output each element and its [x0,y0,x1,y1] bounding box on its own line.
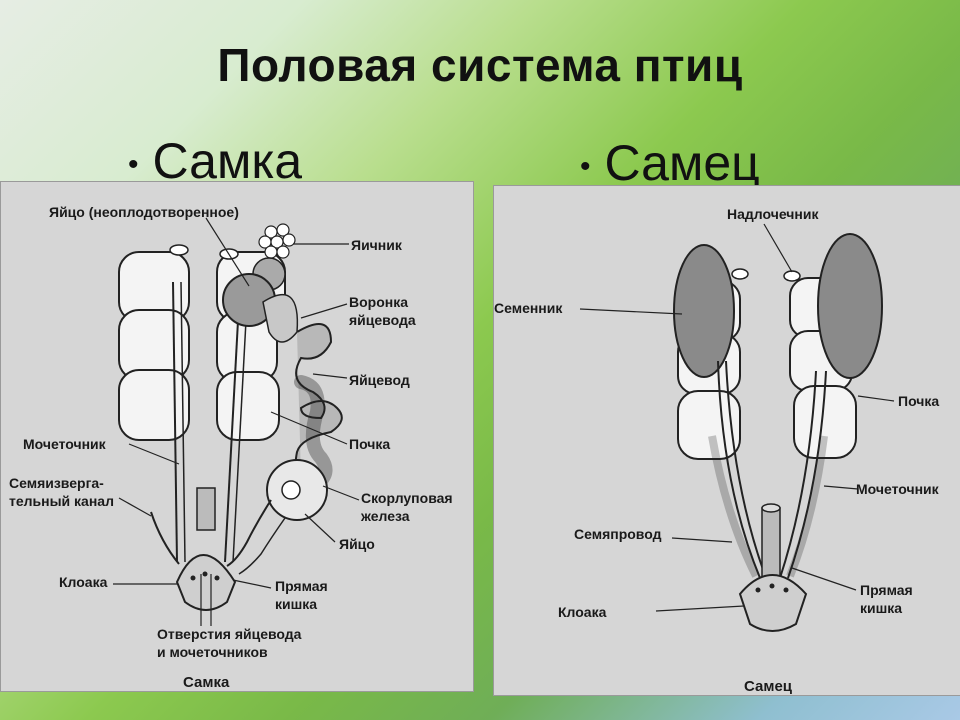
rectum [761,507,781,579]
vestigial-duct [150,511,180,565]
right-adrenal [783,270,801,282]
left-adrenal [169,244,189,256]
bullet-female: • Самка [128,132,302,186]
label-funnel-1: Воронка [349,294,409,310]
label-vas-deferens: Семяпровод [574,526,662,542]
bullet-male-text: Самец [604,135,760,191]
cloaca-openings [190,571,220,581]
label-rectum-2: кишка [860,600,903,616]
leader-lines [579,223,895,612]
male-anatomy-drawing [579,223,895,632]
male-diagram-panel: Надлочечник Семенник Почка Мочеточник Се… [493,185,960,696]
label-funnel-2: яйцевода [349,312,416,328]
slide-title: Половая система птиц [217,39,743,91]
oviduct [294,323,343,479]
label-egg: Яйцо [339,536,375,552]
label-cloaca: Клоака [59,574,108,590]
male-caption: Самец [744,678,793,695]
cloaca-openings [755,583,789,593]
label-rectum-2: кишка [275,596,318,612]
label-kidney: Почка [349,436,391,452]
label-shell-gland-1: Скорлуповая [361,490,453,506]
label-rectum-1: Прямая [860,582,913,598]
label-testis: Семенник [494,300,563,316]
right-vas-deferens-tube [786,435,828,578]
label-oviduct: Яйцевод [349,372,410,388]
label-ureter: Мочеточник [23,436,106,452]
female-anatomy-drawing [113,217,360,626]
label-openings-2: и мочеточников [157,644,268,660]
label-adrenal: Надлочечник [727,206,819,222]
label-shell-gland-2: железа [361,508,410,524]
left-ureter [172,281,178,563]
left-kidney [118,251,190,441]
right-ureter [224,301,240,563]
leader-lines [113,217,360,626]
left-adrenal [731,268,749,280]
right-ureter-b [232,301,248,563]
label-ovary: Яичник [351,237,402,253]
label-openings-1: Отверстия яйцевода [157,626,302,642]
right-testis [817,233,883,379]
bullet-marker: • [580,149,591,183]
bullet-male: • Самец [580,134,760,192]
label-vas-deferens-1: Семяизверга- [9,475,104,491]
left-testis [673,244,735,378]
left-ureter-b [180,281,186,563]
oviduct-lower-b [238,517,286,575]
oviduct-tube [294,375,333,489]
label-kidney: Почка [898,393,940,409]
female-caption: Самка [183,674,230,691]
cloaca [175,554,237,611]
egg-in-shell-gland [281,480,301,500]
label-cloaca: Клоака [558,604,607,620]
cloaca [738,574,808,632]
rectum [196,487,216,531]
rectum-top [761,503,781,513]
bullet-female-text: Самка [152,133,303,186]
label-unfertilized-egg: Яйцо (неоплодотворенное) [49,204,239,220]
ducts [717,360,827,579]
label-rectum-1: Прямая [275,578,328,594]
label-ureter: Мочеточник [856,481,939,497]
ovary-cluster [258,223,296,259]
female-diagram-panel: Яйцо (неоплодотворенное) Яичник Воронка … [0,181,474,692]
oviduct-lower [226,499,272,567]
bullet-marker: • [128,147,139,181]
label-vas-deferens-2: тельный канал [9,493,114,509]
left-vas-deferens-tube [708,435,760,578]
